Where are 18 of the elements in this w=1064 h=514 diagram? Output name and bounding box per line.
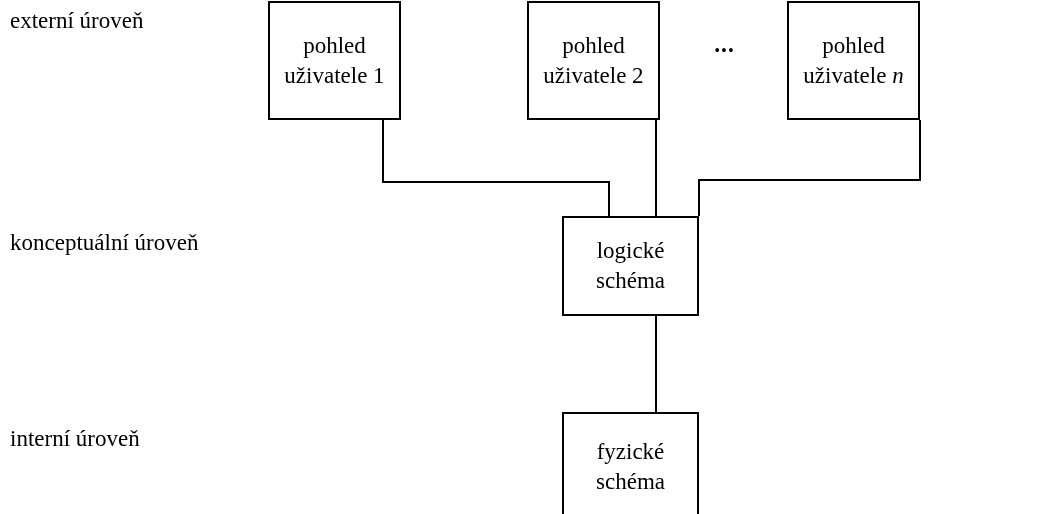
process-box [787, 1, 920, 120]
box-text: pohled uživatele n [802, 31, 905, 90]
box-text: pohled uživatele 1 [283, 31, 386, 90]
process-box [562, 412, 699, 514]
process-box [527, 1, 660, 120]
connector-line [655, 315, 657, 413]
connector-line [382, 119, 610, 217]
box-text: logické schéma [595, 237, 666, 295]
process-box [562, 216, 699, 316]
level-label: konceptuální úroveň [10, 229, 200, 257]
connector-line [655, 119, 657, 217]
box-text: fyzické schéma [595, 438, 666, 496]
process-box [268, 1, 401, 120]
box-text: pohled uživatele 2 [542, 31, 645, 90]
connector-line [698, 119, 921, 217]
level-label: interní úroveň [10, 425, 141, 453]
level-label: externí úroveň [10, 7, 145, 35]
ellipsis: ••• [713, 42, 737, 60]
